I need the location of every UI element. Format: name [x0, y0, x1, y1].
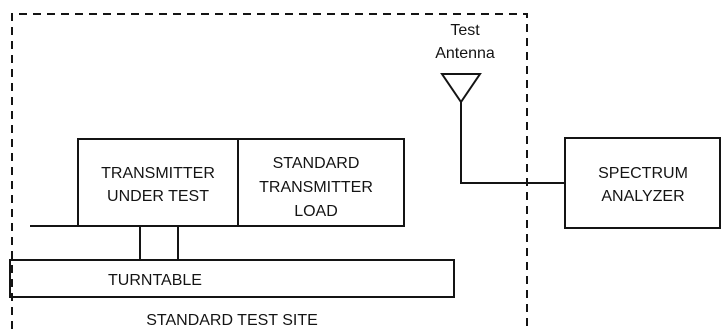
transmitter-box — [77, 138, 239, 227]
antenna-icon — [440, 73, 482, 104]
analyzer-label-line1: SPECTRUM — [598, 165, 688, 182]
load-label-line2: TRANSMITTER — [259, 179, 373, 196]
antenna-cable — [460, 102, 565, 184]
turntable-box — [9, 259, 455, 298]
transmitter-label-line1: TRANSMITTER — [101, 165, 215, 182]
analyzer-label-line2: ANALYZER — [601, 188, 684, 205]
transmitter-label-line2: UNDER TEST — [107, 188, 209, 205]
test-site-label: STANDARD TEST SITE — [146, 312, 318, 329]
antenna-label-line1: Test — [450, 22, 480, 39]
test-site-boundary — [11, 13, 528, 329]
load-label-line1: STANDARD — [273, 155, 360, 172]
load-label-line3: LOAD — [294, 203, 338, 220]
spectrum-analyzer-box — [564, 137, 721, 229]
load-box — [237, 138, 405, 227]
antenna-label-line2: Antenna — [435, 45, 495, 62]
turntable-label: TURNTABLE — [108, 272, 202, 289]
